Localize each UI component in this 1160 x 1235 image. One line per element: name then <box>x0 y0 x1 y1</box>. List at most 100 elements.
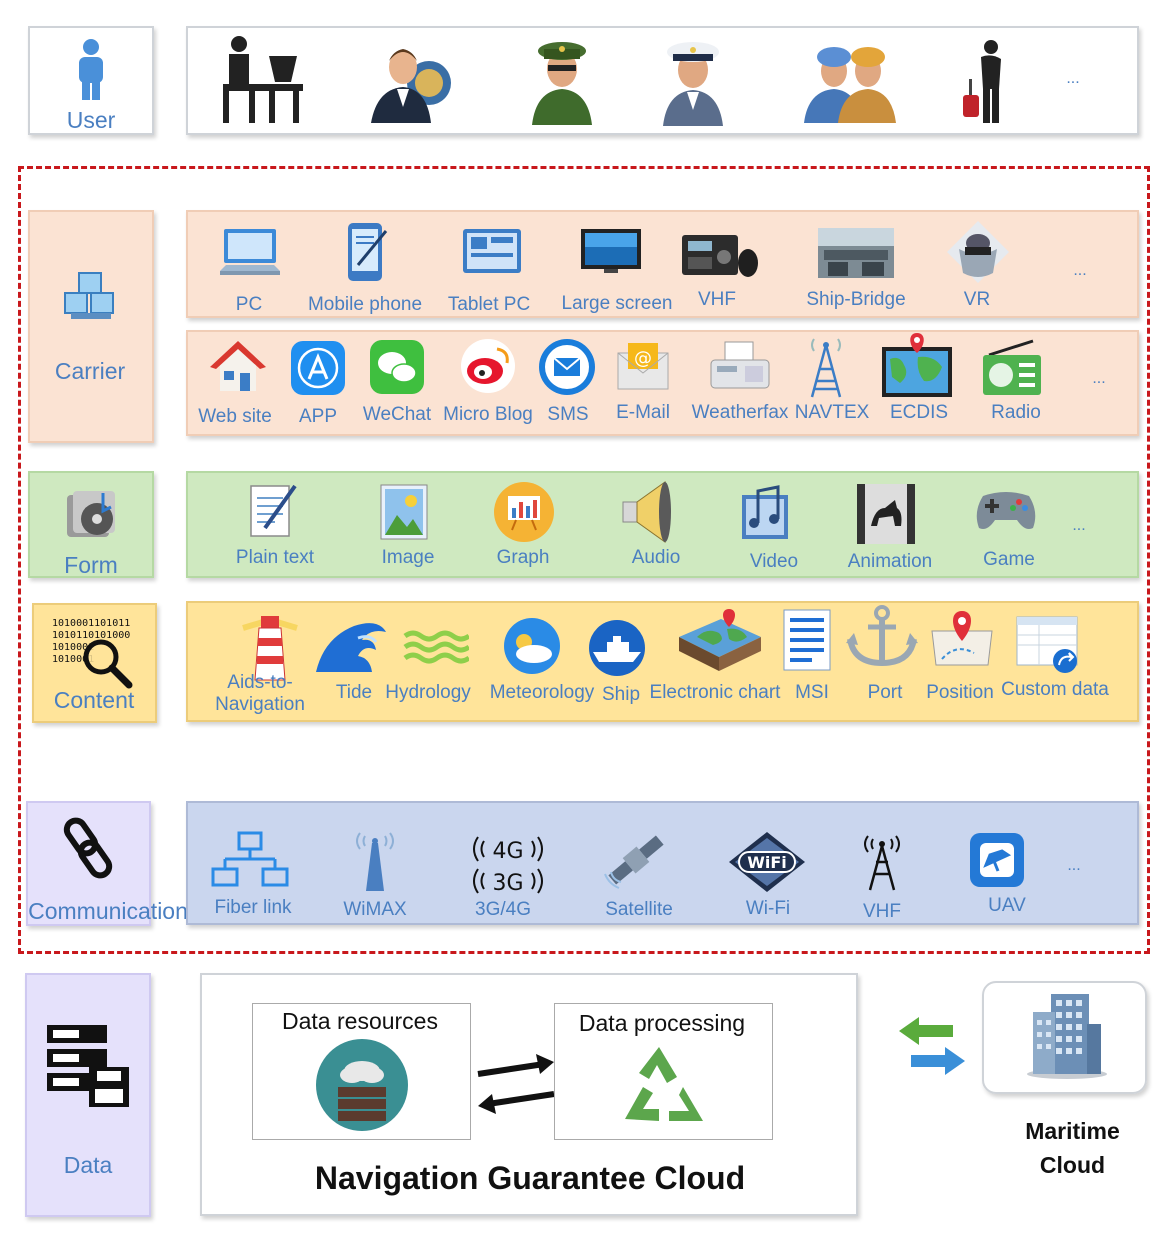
wimax-tower-icon <box>356 832 394 891</box>
communication-more: ... <box>1067 857 1081 874</box>
carrier-row1-label-large-screen: Large screen <box>561 293 673 314</box>
service-layer-boundary <box>18 166 1150 954</box>
content-label-tide: Tide <box>335 682 373 703</box>
audio-speaker-icon <box>622 481 671 543</box>
comm-label-wimax: WiMAX <box>343 899 407 920</box>
animation-icon <box>857 484 915 544</box>
carrier-row1-label-vr: VR <box>963 289 991 310</box>
content-label-port: Port <box>867 682 903 703</box>
large-screen-icon <box>581 229 641 273</box>
comm-label-vhf: VHF <box>863 901 901 922</box>
carrier-row2-label-radio: Radio <box>991 402 1041 423</box>
graph-icon <box>494 482 554 542</box>
content-label-aids-to-navigation: Aids-to- Navigation <box>215 672 305 715</box>
comm-label-wifi: Wi-Fi <box>745 898 791 919</box>
form-label-animation: Animation <box>847 551 933 572</box>
data-storage-icon <box>47 1025 129 1107</box>
image-icon <box>380 484 428 540</box>
building-icon <box>1027 994 1107 1079</box>
official-icon <box>371 49 451 123</box>
content-label-position: Position <box>926 682 994 703</box>
uav-icon <box>970 833 1024 887</box>
maritime-cloud-box <box>982 981 1147 1094</box>
content-label-msi: MSI <box>795 682 829 703</box>
carrier-row1-label-vhf: VHF <box>698 289 736 310</box>
form-label-plain-text: Plain text <box>235 547 315 568</box>
micro-blog-icon <box>461 339 515 393</box>
cellular-3g-4g-icon: 4G 3G <box>473 836 543 896</box>
vr-headset-icon <box>947 221 1009 283</box>
hydrology-icon <box>403 630 469 664</box>
user-types-panel <box>186 26 1139 135</box>
naval-officer-icon <box>663 42 723 126</box>
vhf-antenna-icon <box>864 835 900 891</box>
video-icon <box>742 485 788 539</box>
form-label-video: Video <box>749 551 799 572</box>
content-label-electronic-chart: Electronic chart <box>649 682 781 703</box>
form-label-game: Game <box>983 549 1035 570</box>
msi-document-icon <box>783 609 831 671</box>
ecdis-map-icon <box>882 333 952 397</box>
port-anchor-icon <box>846 605 918 667</box>
ship-icon <box>589 620 645 676</box>
link-chain-icon <box>63 817 113 879</box>
user-label: User <box>66 107 116 133</box>
sms-icon <box>539 339 595 395</box>
wifi-icon: WiFi <box>729 832 805 892</box>
content-label-custom-data: Custom data <box>1001 679 1109 700</box>
svg-text:@: @ <box>634 348 652 369</box>
tide-wave-icon <box>316 623 386 672</box>
network-4g-text: 4G <box>492 839 523 864</box>
navigation-guarantee-cloud-panel <box>200 973 858 1216</box>
data-category-box <box>25 973 151 1217</box>
maritime-cloud-label: Maritime Cloud <box>1025 1118 1120 1178</box>
carrier-row2-label-navtex: NAVTEX <box>794 402 870 423</box>
carrier-row1-label-ship-bridge: Ship-Bridge <box>806 289 906 310</box>
content-label-meteorology: Meteorology <box>489 682 595 703</box>
desk-worker-icon <box>223 36 303 123</box>
website-home-icon <box>210 341 266 391</box>
carrier-row2-label-sms: SMS <box>547 404 589 425</box>
sync-arrows-icon <box>899 1017 965 1075</box>
content-category-box <box>32 603 157 723</box>
carrier-row1-label-tablet-pc: Tablet PC <box>447 294 531 315</box>
form-label-graph: Graph <box>496 547 550 568</box>
mobile-phone-icon <box>348 223 388 281</box>
data-processing-box <box>554 1003 773 1140</box>
recycle-icon <box>625 1047 703 1121</box>
carrier-row2-label-wechat: WeChat <box>362 404 432 425</box>
cubes-icon <box>64 272 114 319</box>
passenger-icon <box>963 40 1001 123</box>
carrier-label: Carrier <box>54 358 126 384</box>
wechat-icon <box>370 340 424 394</box>
cloud-server-icon <box>316 1039 408 1131</box>
carrier-row1-more: ... <box>1073 262 1087 279</box>
electronic-chart-icon <box>679 609 761 671</box>
form-label-image: Image <box>381 547 435 568</box>
weatherfax-icon <box>710 341 770 389</box>
data-label: Data <box>63 1152 113 1178</box>
data-resources-box <box>252 1003 471 1140</box>
fiber-link-network-icon <box>211 831 289 887</box>
wifi-badge-text: WiFi <box>747 853 787 872</box>
magnifier-icon <box>83 639 133 689</box>
game-controller-icon <box>976 492 1036 529</box>
binary-data-text: 1010001101011 1010110101000 1010001 1010… <box>52 618 131 665</box>
comm-label-satellite: Satellite <box>605 899 673 920</box>
ship-bridge-icon <box>818 228 894 278</box>
tablet-pc-icon <box>463 229 521 273</box>
navtex-antenna-icon <box>810 338 842 398</box>
form-more: ... <box>1072 517 1086 534</box>
carrier-row2-label-weatherfax: Weatherfax <box>691 402 789 423</box>
content-label-hydrology: Hydrology <box>385 682 471 703</box>
carrier-row1-label-mobile-phone: Mobile phone <box>307 294 423 315</box>
app-store-icon <box>291 341 345 395</box>
carrier-row2-label-app: APP <box>298 406 338 427</box>
pc-icon <box>220 229 280 275</box>
content-label-ship: Ship <box>601 684 641 705</box>
data-resources-title: Data resources <box>282 1008 438 1034</box>
comm-label-fiber-link: Fiber link <box>214 897 292 918</box>
radio-icon <box>983 339 1041 395</box>
user-more: ... <box>1066 70 1080 87</box>
user-icon <box>79 39 103 100</box>
